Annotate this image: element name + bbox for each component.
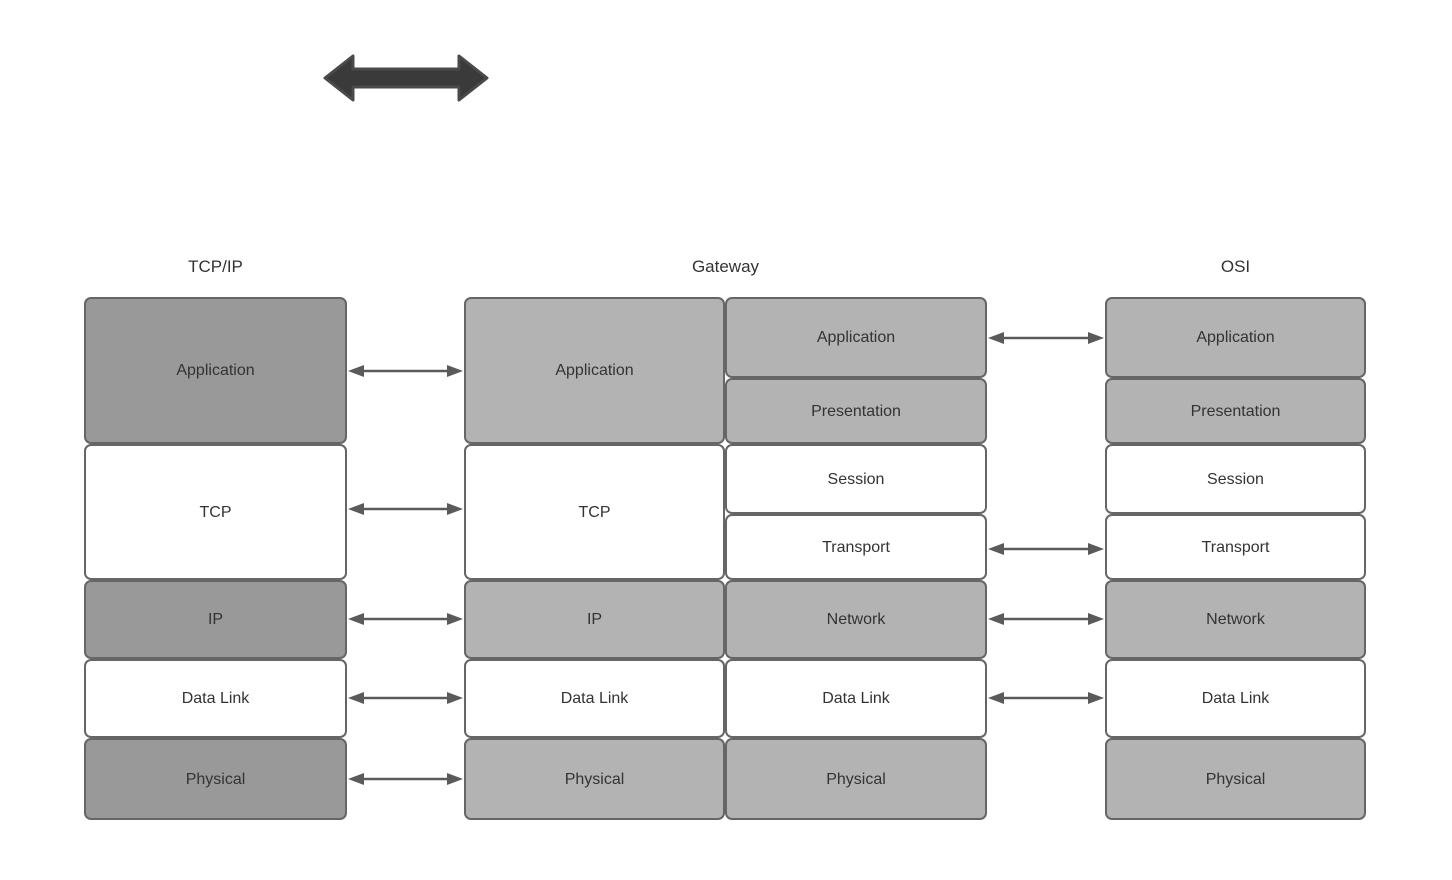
tcpip-layer-application[interactable]: Application <box>84 297 347 444</box>
osi-layer-transport[interactable]: Transport <box>1105 514 1366 580</box>
column-title-gateway: Gateway <box>691 257 760 276</box>
connector-tcpip-gateway-physical <box>347 769 464 789</box>
tcpip-layer-data-link[interactable]: Data Link <box>84 659 347 738</box>
gateway-right-layer-physical[interactable]: Physical <box>725 738 987 820</box>
column-title-tcpip: TCP/IP <box>188 257 243 276</box>
gateway-left-layer-data-link[interactable]: Data Link <box>464 659 725 738</box>
gateway-right-layer-network[interactable]: Network <box>725 580 987 659</box>
gateway-left-layer-ip[interactable]: IP <box>464 580 725 659</box>
gateway-right-layer-application[interactable]: Application <box>725 297 987 378</box>
tcpip-layer-physical[interactable]: Physical <box>84 738 347 820</box>
gateway-right-layer-session[interactable]: Session <box>725 444 987 514</box>
osi-layer-physical[interactable]: Physical <box>1105 738 1366 820</box>
connector-tcpip-gateway-tcp <box>347 499 464 519</box>
gateway-right-layer-transport[interactable]: Transport <box>725 514 987 580</box>
connector-gateway-osi-data-link <box>987 688 1105 708</box>
gateway-left-layer-application[interactable]: Application <box>464 297 725 444</box>
tcpip-layer-ip[interactable]: IP <box>84 580 347 659</box>
gateway-right-layer-data-link[interactable]: Data Link <box>725 659 987 738</box>
gateway-left-layer-physical[interactable]: Physical <box>464 738 725 820</box>
connector-gateway-osi-network <box>987 609 1105 629</box>
connector-gateway-osi-application <box>987 328 1105 348</box>
osi-layer-application[interactable]: Application <box>1105 297 1366 378</box>
connector-gateway-osi-transport <box>987 539 1105 559</box>
gateway-left-layer-tcp[interactable]: TCP <box>464 444 725 580</box>
connector-tcpip-gateway-application <box>347 361 464 381</box>
osi-layer-network[interactable]: Network <box>1105 580 1366 659</box>
column-title-osi: OSI <box>1220 257 1251 276</box>
osi-layer-presentation[interactable]: Presentation <box>1105 378 1366 444</box>
gateway-right-layer-presentation[interactable]: Presentation <box>725 378 987 444</box>
connector-tcpip-gateway-ip <box>347 609 464 629</box>
connector-tcpip-gateway-data-link <box>347 688 464 708</box>
bidirectional-arrow-shape <box>323 53 489 103</box>
osi-layer-data-link[interactable]: Data Link <box>1105 659 1366 738</box>
osi-layer-session[interactable]: Session <box>1105 444 1366 514</box>
tcpip-layer-tcp[interactable]: TCP <box>84 444 347 580</box>
